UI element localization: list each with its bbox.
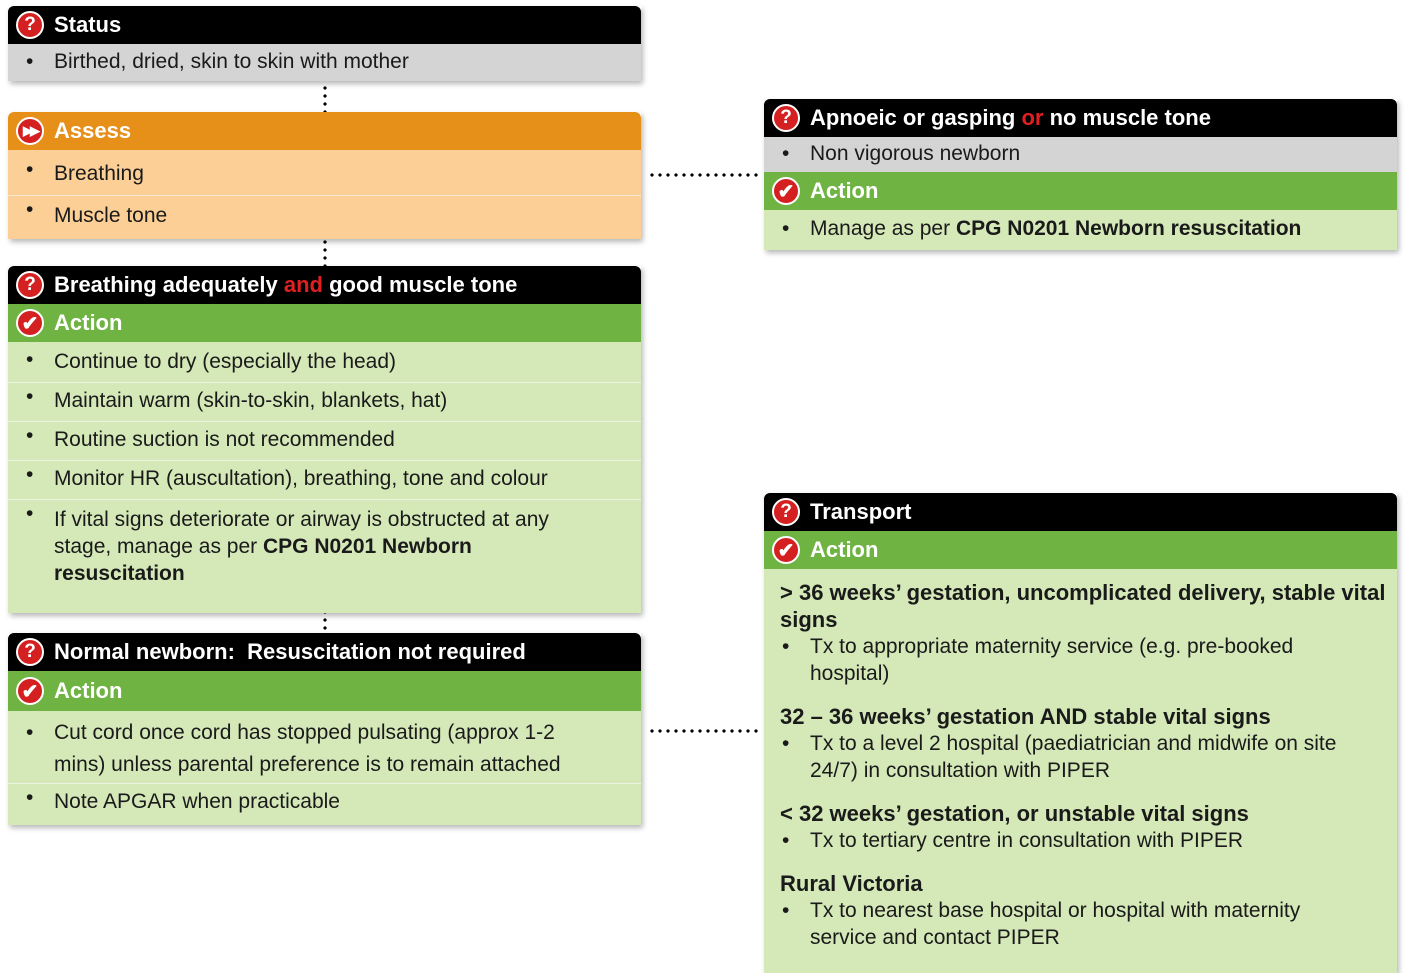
- apnoeic-box: ? Apnoeic or gasping or no muscle tone N…: [764, 99, 1397, 250]
- breathing-action-header: ✔ Action: [8, 304, 641, 342]
- connector-status-assess: [323, 84, 327, 112]
- apnoeic-action-header: ✔ Action: [764, 172, 1397, 210]
- list-item: Muscle tone: [8, 196, 641, 233]
- question-icon: ?: [16, 638, 44, 666]
- status-title: Status: [54, 12, 122, 37]
- transport-heading: > 36 weeks’ gestation, uncomplicated del…: [780, 580, 1386, 632]
- fast-forward-icon: ▶▶: [16, 117, 44, 145]
- action-label: Action: [54, 678, 123, 703]
- apnoeic-title-a: Apnoeic or gasping: [810, 105, 1016, 130]
- list-item: Note APGAR when practicable: [8, 784, 641, 815]
- apnoeic-title: Apnoeic or gasping or no muscle tone: [810, 105, 1211, 131]
- list-item: Tx to tertiary centre in consultation wi…: [764, 827, 1397, 854]
- breathing-box: ? Breathing adequately and good muscle t…: [8, 266, 641, 613]
- apnoeic-header: ? Apnoeic or gasping or no muscle tone: [764, 99, 1397, 137]
- normal-box: ? Normal newborn: Resuscitation not requ…: [8, 633, 641, 825]
- status-box: ? Status Birthed, dried, skin to skin wi…: [8, 6, 641, 81]
- transport-action-header: ✔ Action: [764, 531, 1397, 569]
- assess-box: ▶▶ Assess Breathing Muscle tone: [8, 112, 641, 239]
- question-icon: ?: [772, 104, 800, 132]
- cpg-reference: CPG N0201 Newborn resuscitation: [955, 217, 1302, 240]
- normal-title: Normal newborn: Resuscitation not requir…: [54, 639, 526, 664]
- list-item: Maintain warm (skin-to-skin, blankets, h…: [8, 383, 641, 422]
- normal-action-header: ✔ Action: [8, 671, 641, 711]
- question-icon: ?: [772, 498, 800, 526]
- assess-header: ▶▶ Assess: [8, 112, 641, 150]
- list-item: Tx to appropriate maternity service (e.g…: [764, 633, 1397, 687]
- normal-body: Cut cord once cord has stopped pulsating…: [8, 711, 641, 825]
- breathing-body: Continue to dry (especially the head) Ma…: [8, 342, 641, 613]
- list-item: Cut cord once cord has stopped pulsating…: [8, 717, 641, 784]
- check-icon: ✔: [772, 177, 800, 205]
- transport-body: > 36 weeks’ gestation, uncomplicated del…: [764, 569, 1397, 973]
- list-item: Non vigorous newborn: [764, 140, 1397, 167]
- question-icon: ?: [16, 271, 44, 299]
- list-item: Breathing: [8, 156, 641, 196]
- transport-heading: < 32 weeks’ gestation, or unstable vital…: [780, 801, 1249, 826]
- transport-box: ? Transport ✔ Action > 36 weeks’ gestati…: [764, 493, 1397, 973]
- action-label: Action: [54, 310, 123, 335]
- status-body: Birthed, dried, skin to skin with mother: [8, 44, 641, 81]
- cpg-reference: CPG N0201 Newborn resuscitation: [54, 535, 472, 585]
- check-icon: ✔: [16, 309, 44, 337]
- list-item: Tx to nearest base hospital or hospital …: [764, 897, 1397, 951]
- apnoeic-body: Manage as per CPG N0201 Newborn resuscit…: [764, 210, 1397, 250]
- check-icon: ✔: [16, 677, 44, 705]
- connector-assess-apnoeic: [648, 173, 758, 177]
- check-icon: ✔: [772, 536, 800, 564]
- assess-body: Breathing Muscle tone: [8, 150, 641, 239]
- breathing-title-and: and: [283, 272, 323, 297]
- apnoeic-title-or: or: [1021, 105, 1044, 130]
- status-header: ? Status: [8, 6, 641, 44]
- list-item: Routine suction is not recommended: [8, 422, 641, 461]
- apnoeic-sub: Non vigorous newborn: [764, 137, 1397, 172]
- breathing-title-b: good muscle tone: [329, 272, 518, 297]
- connector-breathing-normal: [323, 608, 327, 634]
- breathing-title: Breathing adequately and good muscle ton…: [54, 272, 517, 298]
- breathing-header: ? Breathing adequately and good muscle t…: [8, 266, 641, 304]
- transport-header: ? Transport: [764, 493, 1397, 531]
- list-item: Continue to dry (especially the head): [8, 346, 641, 383]
- list-item-text: Manage as per: [810, 217, 951, 240]
- list-item: Birthed, dried, skin to skin with mother: [8, 48, 641, 75]
- transport-heading: 32 – 36 weeks’ gestation AND stable vita…: [780, 704, 1271, 729]
- list-item: If vital signs deteriorate or airway is …: [8, 500, 641, 587]
- list-item: Manage as per CPG N0201 Newborn resuscit…: [764, 215, 1397, 242]
- action-label: Action: [810, 537, 879, 562]
- apnoeic-title-b: no muscle tone: [1049, 105, 1211, 130]
- action-label: Action: [810, 178, 879, 203]
- transport-title: Transport: [810, 499, 912, 524]
- list-item: Tx to a level 2 hospital (paediatrician …: [764, 730, 1397, 784]
- normal-header: ? Normal newborn: Resuscitation not requ…: [8, 633, 641, 671]
- breathing-title-a: Breathing adequately: [54, 272, 278, 297]
- transport-heading: Rural Victoria: [780, 871, 923, 896]
- question-icon: ?: [16, 11, 44, 39]
- connector-assess-breathing: [323, 238, 327, 266]
- list-item: Monitor HR (auscultation), breathing, to…: [8, 461, 641, 500]
- list-item-text: If vital signs deteriorate or airway is …: [54, 508, 549, 558]
- assess-title: Assess: [54, 118, 132, 143]
- connector-normal-transport: [648, 729, 758, 733]
